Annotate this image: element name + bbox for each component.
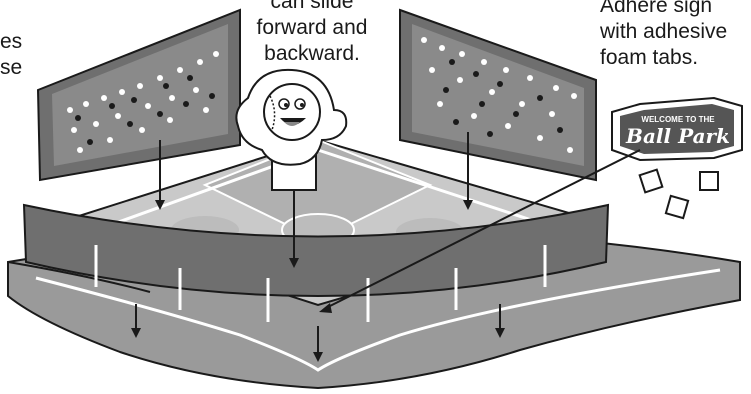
center-label-line-2: forward and bbox=[257, 16, 368, 39]
right-label-line-3: foam tabs. bbox=[600, 46, 698, 69]
left-label-line-1: es bbox=[0, 30, 22, 53]
center-label-line-3: backward. bbox=[264, 42, 360, 65]
sign-top-text: WELCOME TO THE bbox=[641, 115, 715, 124]
sign-main-text: Ball Park bbox=[625, 124, 730, 148]
right-label-line-1: Adhere sign bbox=[600, 0, 712, 17]
adhesive-foam-tabs bbox=[640, 170, 718, 218]
center-label-line-1: can slide bbox=[271, 0, 354, 13]
left-label-line-2: se bbox=[0, 56, 22, 79]
right-label-line-2: with adhesive bbox=[599, 20, 727, 43]
